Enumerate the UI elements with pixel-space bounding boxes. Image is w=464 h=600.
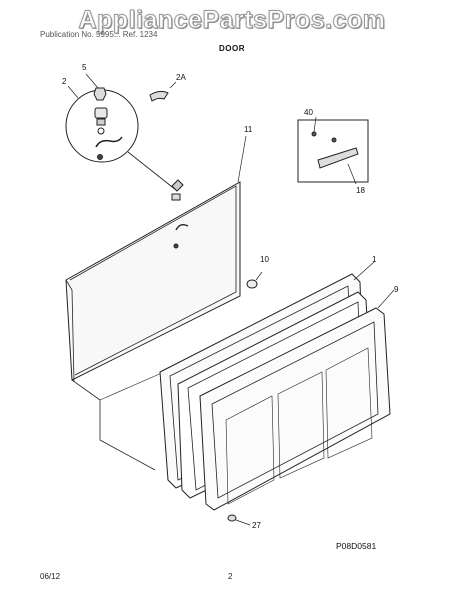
callout-label: 40 [304, 108, 313, 117]
door-panel-11 [65, 179, 241, 383]
callout-label: 5 [82, 63, 87, 72]
cabinet-body [71, 371, 165, 471]
part-27-plug [227, 514, 237, 522]
callout-label: 11 [244, 125, 253, 134]
part-10-plug [246, 279, 258, 289]
footer-date: 06/12 [40, 572, 61, 581]
callout-label: 1 [372, 255, 377, 264]
footer-page: 2 [228, 572, 233, 581]
callout-label: 18 [356, 186, 365, 195]
outer-door-9 [199, 307, 391, 511]
section-title: DOOR [219, 44, 245, 53]
diagram-code: P08D0581 [336, 541, 377, 551]
callout-label: 10 [260, 255, 269, 264]
hinge-detail-circle [65, 87, 139, 163]
callout-label: 27 [252, 521, 261, 530]
callout-label: 9 [394, 285, 399, 294]
header-text: Publication No. 5995... Ref. 1234 [40, 30, 158, 39]
callout-label: 2A [176, 73, 186, 82]
part-2a-clip [149, 90, 169, 102]
watermark-logo: AppliancePartsPros.com [78, 6, 386, 35]
hinge-cover-inset [297, 116, 369, 185]
callout-label: 2 [62, 77, 67, 86]
